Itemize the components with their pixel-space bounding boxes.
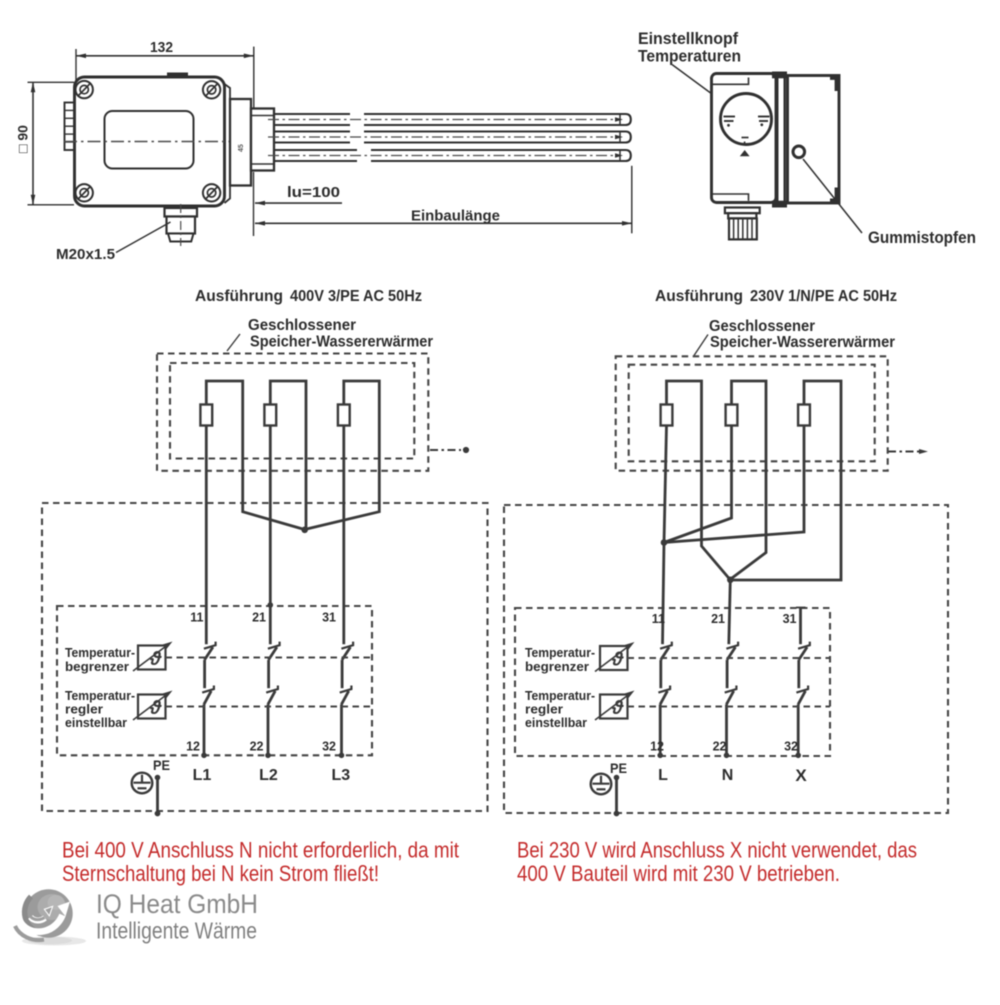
- svg-text:Geschlossener: Geschlossener: [709, 318, 815, 335]
- svg-text:regler: regler: [525, 702, 563, 717]
- svg-text:N: N: [722, 767, 734, 784]
- svg-text:12: 12: [650, 740, 664, 754]
- svg-text:L2: L2: [259, 767, 278, 784]
- svg-text:L1: L1: [193, 767, 212, 784]
- svg-text:□ 90: □ 90: [15, 125, 31, 153]
- svg-text:Ausführung: Ausführung: [195, 288, 283, 305]
- svg-text:11: 11: [190, 611, 203, 625]
- svg-text:31: 31: [322, 611, 336, 625]
- svg-text:11: 11: [652, 612, 665, 626]
- svg-text:Speicher-Wassererwärmer: Speicher-Wassererwärmer: [250, 334, 433, 351]
- svg-text:Temperatur-: Temperatur-: [65, 645, 135, 660]
- svg-text:Bei 400 V Anschluss N nicht er: Bei 400 V Anschluss N nicht erforderlich…: [62, 838, 459, 863]
- svg-text:Einstellknopf: Einstellknopf: [638, 29, 738, 48]
- svg-text:400V 3/PE AC 50Hz: 400V 3/PE AC 50Hz: [290, 288, 422, 305]
- svg-text:21: 21: [711, 612, 725, 626]
- svg-text:Bei 230 V wird Anschluss X nic: Bei 230 V wird Anschluss X nicht verwend…: [517, 838, 917, 863]
- svg-text:IQ Heat GmbH: IQ Heat GmbH: [96, 889, 258, 919]
- svg-text:32: 32: [322, 740, 336, 754]
- svg-text:Intelligente Wärme: Intelligente Wärme: [96, 918, 257, 944]
- svg-text:M20x1.5: M20x1.5: [56, 246, 115, 263]
- svg-text:12: 12: [186, 740, 200, 754]
- svg-text:begrenzer: begrenzer: [525, 659, 589, 674]
- svg-text:ϑ: ϑ: [611, 698, 624, 719]
- svg-text:32: 32: [784, 740, 798, 754]
- svg-text:L3: L3: [331, 767, 350, 784]
- svg-text:31: 31: [783, 612, 797, 626]
- svg-text:einstellbar: einstellbar: [525, 715, 587, 730]
- svg-text:22: 22: [250, 740, 264, 754]
- svg-text:einstellbar: einstellbar: [65, 715, 127, 730]
- svg-text:Temperatur-: Temperatur-: [525, 645, 595, 660]
- svg-text:ϑ: ϑ: [149, 698, 162, 719]
- svg-text:Geschlossener: Geschlossener: [248, 317, 356, 334]
- svg-text:begrenzer: begrenzer: [65, 659, 129, 674]
- svg-text:PE: PE: [153, 757, 170, 773]
- svg-text:PE: PE: [610, 760, 627, 776]
- svg-text:132: 132: [150, 39, 173, 56]
- svg-text:230V 1/N/PE AC 50Hz: 230V 1/N/PE AC 50Hz: [750, 288, 897, 305]
- svg-text:L: L: [658, 767, 668, 784]
- svg-text:Speicher-Wassererwärmer: Speicher-Wassererwärmer: [710, 334, 895, 351]
- svg-text:Gummistopfen: Gummistopfen: [868, 228, 976, 247]
- svg-text:400 V Bauteil wird mit 230 V b: 400 V Bauteil wird mit 230 V betrieben.: [517, 861, 840, 886]
- svg-text:45: 45: [238, 144, 245, 152]
- svg-text:lu=100: lu=100: [287, 184, 340, 201]
- svg-text:regler: regler: [65, 702, 103, 717]
- svg-text:Ausführung: Ausführung: [655, 288, 743, 305]
- svg-text:Sternschaltung bei N kein Stro: Sternschaltung bei N kein Strom fließt!: [62, 861, 379, 886]
- svg-text:22: 22: [713, 740, 727, 754]
- svg-text:21: 21: [252, 611, 266, 625]
- svg-text:Temperatur-: Temperatur-: [525, 688, 595, 703]
- svg-text:X: X: [795, 766, 807, 785]
- svg-text:ϑ: ϑ: [611, 650, 624, 671]
- svg-text:Einbaulänge: Einbaulänge: [411, 208, 500, 225]
- svg-text:Temperatur-: Temperatur-: [65, 688, 135, 703]
- svg-text:ϑ: ϑ: [149, 649, 162, 670]
- svg-text:Temperaturen: Temperaturen: [638, 47, 741, 66]
